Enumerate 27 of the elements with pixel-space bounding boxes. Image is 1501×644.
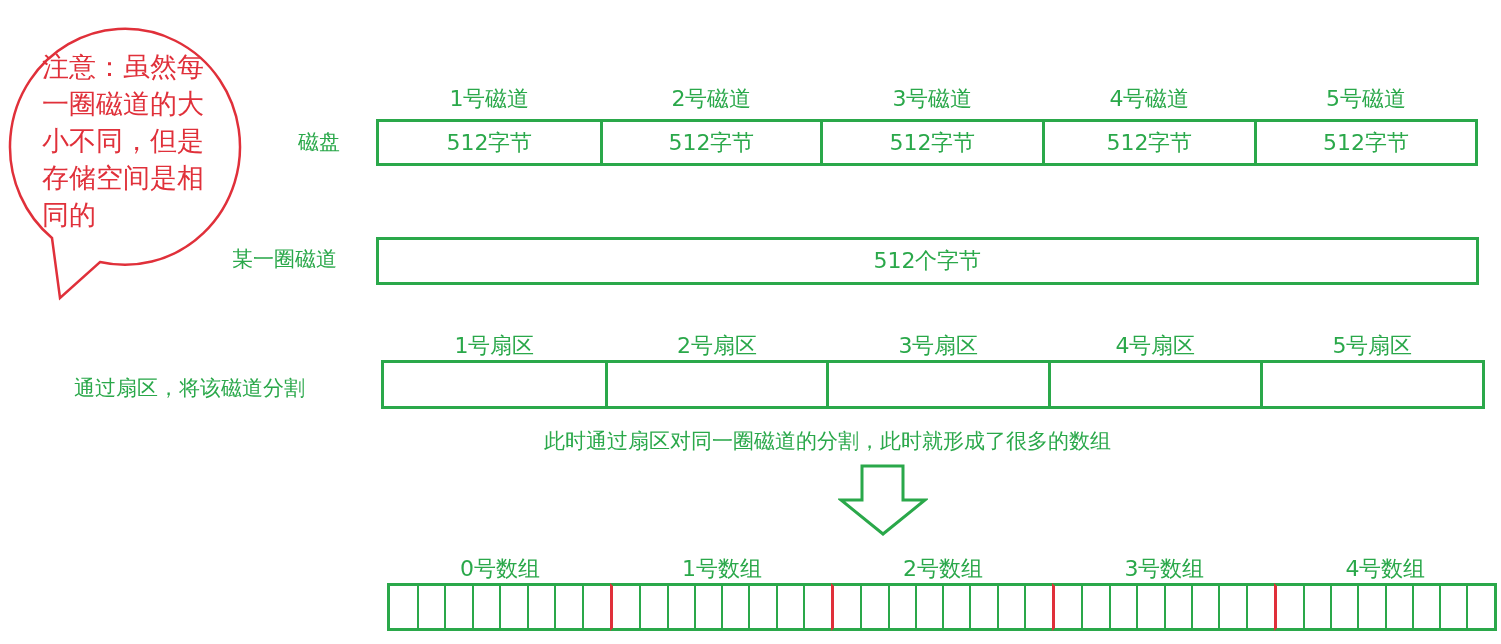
caption-text: 此时通过扇区对同一圈磁道的分割，此时就形成了很多的数组 [544, 428, 1111, 455]
track-label: 4号磁道 [1108, 85, 1191, 113]
row-label: 某一圈磁道 [232, 246, 337, 273]
size-text: 512字节 [888, 129, 977, 157]
track-label: 5号磁道 [1325, 85, 1407, 113]
row-label: 磁盘 [298, 129, 340, 156]
sector-label: 1号扇区 [453, 332, 536, 360]
sector-label: 4号扇区 [1114, 332, 1197, 360]
size-text: 512字节 [667, 129, 756, 157]
size-text: 512个字节 [872, 247, 983, 275]
array-label: 4号数组 [1344, 555, 1427, 583]
array-label: 2号数组 [902, 555, 984, 583]
size-text: 512字节 [445, 129, 534, 157]
size-text: 512字节 [1322, 129, 1410, 157]
sector-label: 5号扇区 [1331, 332, 1414, 360]
array-label: 3号数组 [1123, 555, 1206, 583]
track-label: 2号磁道 [670, 85, 753, 113]
note-text: 注意：虽然每一圈磁道的大小不同，但是存储空间是相同的 [42, 50, 205, 232]
row-label: 通过扇区，将该磁道分割 [74, 375, 305, 402]
sector-label: 3号扇区 [897, 332, 980, 360]
sector-label: 2号扇区 [676, 332, 758, 360]
size-text: 512字节 [1105, 129, 1194, 157]
track-box [376, 237, 1479, 285]
array-label: 1号数组 [681, 555, 763, 583]
track-label: 1号磁道 [448, 85, 531, 113]
array-label: 0号数组 [459, 555, 541, 583]
track-label: 3号磁道 [891, 85, 974, 113]
